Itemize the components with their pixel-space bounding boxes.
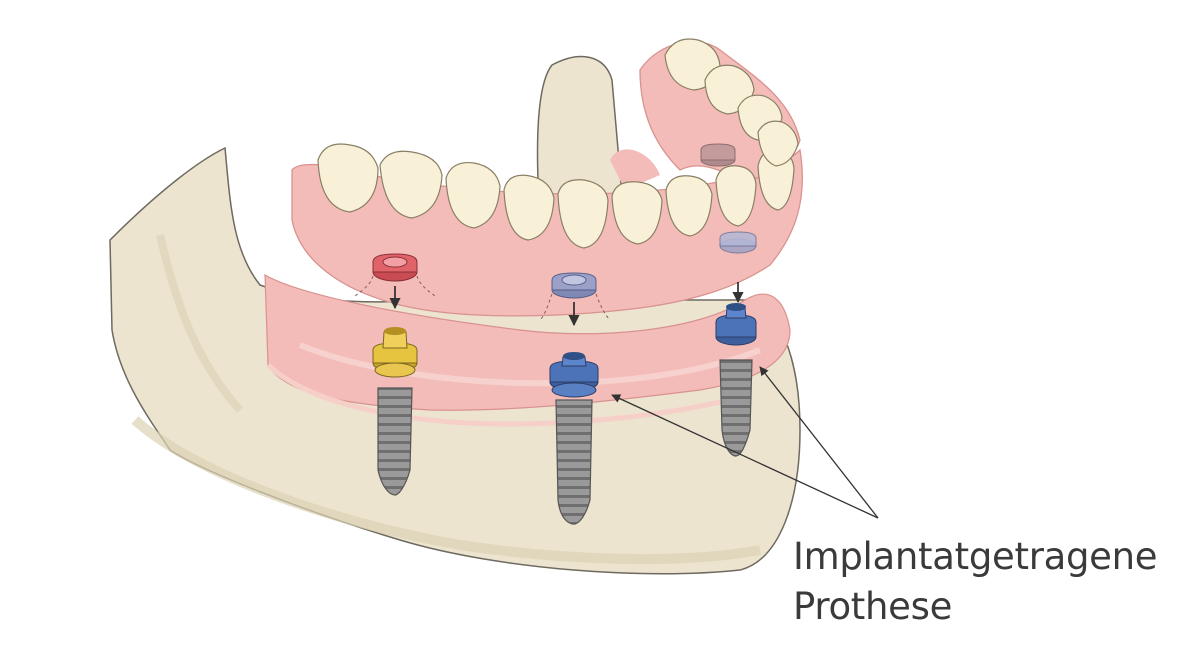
prosthesis-socket-icon [719,231,757,254]
abutment-icon [372,327,418,378]
prosthesis-socket-icon [551,272,597,299]
caption-line-1: Implantatgetragene [793,535,1158,578]
caption: Implantatgetragene Prothese [793,532,1193,632]
alignment-guides [354,275,611,321]
implant-screw-icon [719,359,753,457]
abutment-icon [715,303,757,346]
implant-screw-icon [555,399,593,525]
caption-line-2: Prothese [793,585,953,628]
denture-teeth [317,38,799,249]
insertion-arrows [389,282,744,327]
caption-leader-lines [611,366,879,519]
prosthesis-socket-icon [700,143,736,167]
abutment-icon [549,352,599,398]
prosthesis-socket-icon [372,253,418,282]
implant-screw-icon [377,387,413,496]
